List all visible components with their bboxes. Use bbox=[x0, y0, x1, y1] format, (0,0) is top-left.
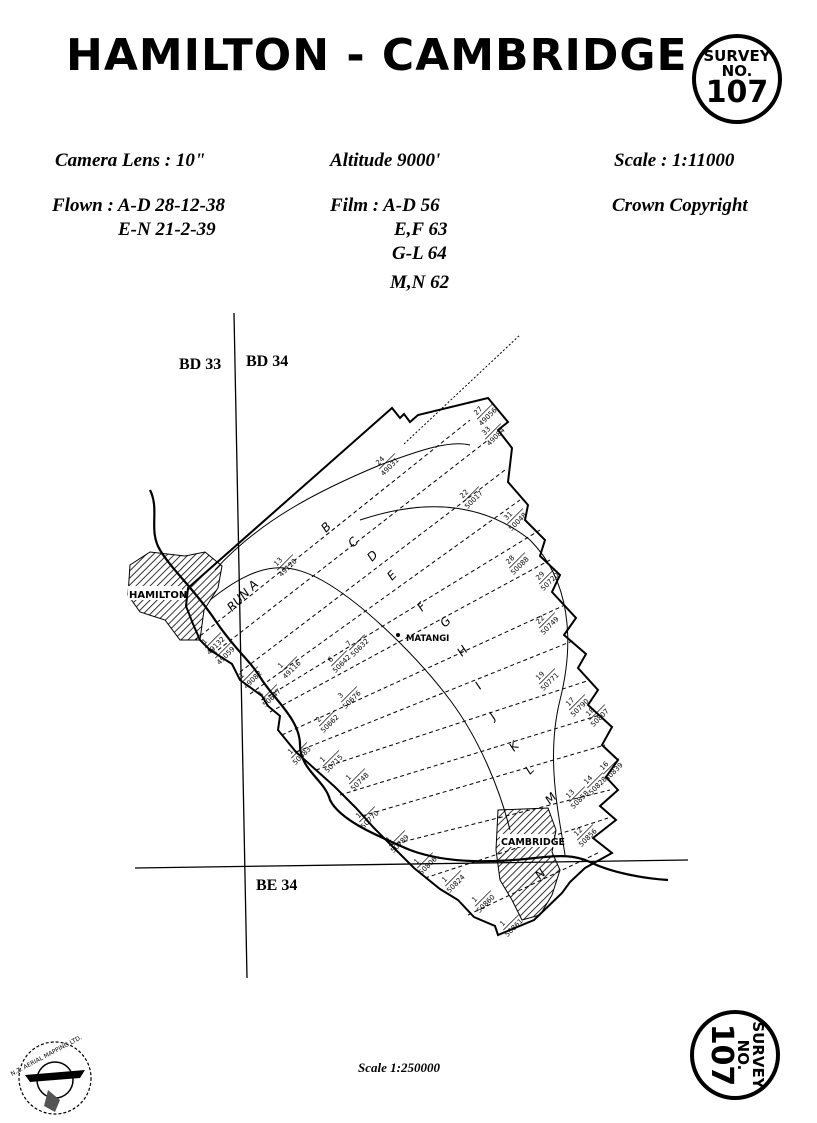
run-label-f: F bbox=[414, 599, 430, 615]
photo-label-num: 1 bbox=[440, 875, 449, 884]
photo-label-num: 1 bbox=[318, 755, 327, 764]
photo-label-num: 1 bbox=[344, 773, 353, 782]
photo-label-num: 22 bbox=[458, 488, 470, 500]
road-hamilton-cambridge bbox=[209, 567, 511, 831]
film-1: Film : A-D 56 bbox=[330, 195, 440, 216]
flown-dates-2: E-N 21-2-39 bbox=[118, 219, 216, 240]
survey-area-boundary bbox=[184, 396, 620, 937]
altitude: Altitude 9000' bbox=[330, 150, 441, 171]
road-east bbox=[359, 506, 569, 856]
photo-label-num: 3 bbox=[336, 691, 345, 700]
photo-label-num: 27 bbox=[472, 405, 484, 417]
photo-label-code: 50770 bbox=[359, 809, 380, 830]
run-label-h: H bbox=[454, 643, 470, 659]
photo-label-code: 50642 bbox=[331, 653, 352, 674]
photo-label-num: 31 bbox=[502, 510, 514, 522]
photo-label-code: 50824 bbox=[445, 873, 467, 895]
photo-label-num: 6 bbox=[326, 655, 335, 664]
photo-label-num: 12 bbox=[572, 826, 584, 838]
photo-label-num: 17 bbox=[564, 696, 576, 708]
photo-label-num: 1 bbox=[256, 689, 265, 698]
film-4: M,N 62 bbox=[390, 272, 450, 293]
stamp-line-1: SURVEY bbox=[703, 47, 771, 65]
place-hamilton: HAMILTON bbox=[129, 590, 187, 601]
grid-line-diagonal bbox=[403, 334, 521, 445]
photo-label-code: 50748 bbox=[349, 771, 370, 792]
flown-dates-1: Flown : A-D 28-12-38 bbox=[52, 195, 225, 216]
photo-label-num: 13 bbox=[564, 788, 576, 800]
camera-lens: Camera Lens : 10" bbox=[55, 150, 206, 171]
survey-stamp-bottom: SURVEY NO. 107 bbox=[690, 1010, 780, 1100]
copyright: Crown Copyright bbox=[612, 195, 748, 216]
road-north bbox=[214, 443, 471, 571]
sheet-bd33: BD 33 bbox=[179, 356, 222, 373]
run-label-l: L bbox=[522, 762, 537, 777]
photo-label-code: 50861 bbox=[503, 917, 524, 938]
run-label-g: G bbox=[437, 614, 453, 630]
photo-label-num: 1 bbox=[210, 647, 219, 656]
photo-label-num: 2 bbox=[314, 715, 323, 724]
photo-label-code: 50860 bbox=[475, 893, 496, 914]
waikato-river bbox=[149, 489, 669, 882]
grid-line-vertical bbox=[233, 312, 248, 979]
film-3: G-L 64 bbox=[392, 243, 447, 264]
photo-label-num: 13 bbox=[272, 556, 284, 568]
photo-label-num: 1 bbox=[237, 671, 246, 680]
stamp-line-2: NO. bbox=[721, 62, 753, 80]
place-cambridge: CAMBRIDGE bbox=[501, 837, 565, 848]
photo-label-num: 1 bbox=[470, 895, 479, 904]
photo-label-num: 1 bbox=[200, 637, 209, 646]
photo-label-code: 50806 bbox=[417, 855, 439, 877]
sheet-be34: BE 34 bbox=[256, 877, 298, 894]
photo-label-num: 7 bbox=[344, 639, 353, 648]
photo-label-num: 1 bbox=[276, 661, 285, 670]
photo-label-num: 18 bbox=[584, 706, 596, 718]
stamp-line-3: 107 bbox=[704, 1023, 739, 1087]
photo-label-num: 29 bbox=[534, 570, 546, 582]
photo-scale: Scale : 1:11000 bbox=[614, 150, 735, 171]
run-label-j: J bbox=[485, 709, 499, 723]
photo-label-num: 33 bbox=[480, 425, 492, 437]
map-title: HAMILTON - CAMBRIDGE bbox=[66, 30, 688, 81]
photo-label-num: 28 bbox=[504, 554, 516, 566]
photo-label-num: 1 bbox=[498, 919, 507, 928]
sheet-bd34: BD 34 bbox=[246, 353, 289, 370]
nz-aerial-mapping-logo: N.Z. AERIAL MAPPING LTD. bbox=[10, 1034, 92, 1115]
photo-label-code: 49082 bbox=[242, 669, 263, 690]
run-label-b: B bbox=[318, 519, 334, 535]
run-label-d: D bbox=[364, 548, 380, 564]
run-label-k: K bbox=[506, 738, 522, 754]
photo-label-num: 1 bbox=[354, 811, 363, 820]
film-2: E,F 63 bbox=[394, 219, 448, 240]
photo-label-num: 19 bbox=[534, 670, 546, 682]
map-scale: Scale 1:250000 bbox=[358, 1060, 440, 1075]
photo-label-num: 22 bbox=[534, 614, 546, 626]
stamp-line-3: 107 bbox=[705, 75, 769, 110]
photo-label-code: 50715 bbox=[323, 753, 344, 774]
run-label-e: E bbox=[384, 568, 400, 584]
photo-label-num: 1 bbox=[286, 747, 295, 756]
survey-stamp-top: SURVEY NO. 107 bbox=[692, 34, 782, 124]
stamp-line-1: SURVEY bbox=[749, 1021, 767, 1089]
run-label-a: RUN A bbox=[224, 577, 261, 614]
photo-label-num: 1 bbox=[384, 835, 393, 844]
run-label-i: I bbox=[472, 679, 485, 692]
photo-label-num: 1 bbox=[412, 857, 421, 866]
place-matangi: MATANGI bbox=[406, 634, 449, 644]
run-label-c: C bbox=[345, 534, 361, 550]
